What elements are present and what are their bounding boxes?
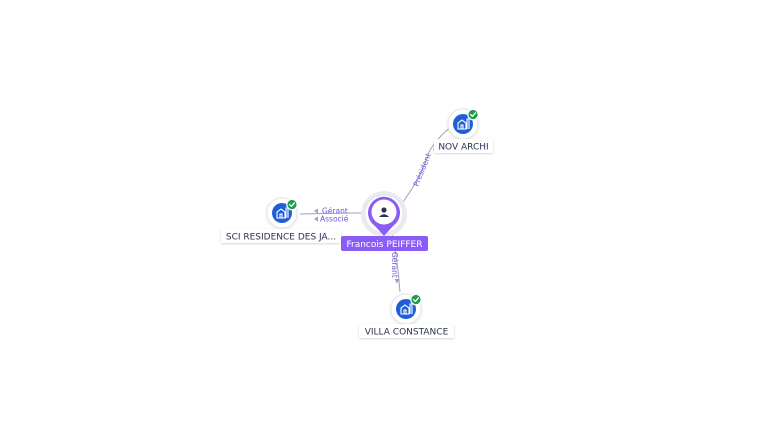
verified-check-icon	[412, 297, 420, 303]
company-node-villa-constance[interactable]: VILLA CONSTANCE	[359, 293, 454, 338]
edge-president[interactable]	[399, 127, 451, 207]
edge-label-associe-sci: Associé	[320, 215, 349, 224]
building-icon	[276, 207, 289, 219]
person-icon	[379, 207, 389, 217]
edge-gerant-associe[interactable]	[299, 212, 366, 215]
building-icon	[400, 303, 413, 315]
arrow-gerant	[314, 208, 318, 214]
verified-check-icon	[288, 202, 296, 208]
edge-label-gerant-sci: Gérant	[322, 207, 348, 216]
person-node[interactable]: Francois PEIFFER	[341, 191, 428, 251]
person-name: Francois PEIFFER	[346, 240, 422, 250]
company-name: SCI RESIDENCE DES JA...	[226, 233, 336, 243]
company-node-sci-residence[interactable]: SCI RESIDENCE DES JA...	[221, 197, 341, 243]
building-icon	[457, 118, 470, 130]
edge-label-president: Président	[412, 152, 433, 188]
arrow-associe	[314, 216, 318, 222]
edge-label-gerant-villa: Gérant	[390, 252, 399, 278]
company-name: NOV ARCHI	[438, 143, 488, 153]
company-name: VILLA CONSTANCE	[365, 328, 449, 338]
verified-check-icon	[469, 112, 477, 118]
company-node-nov-archi[interactable]: NOV ARCHI	[434, 108, 493, 153]
arrow-gerant-villa	[394, 279, 400, 284]
